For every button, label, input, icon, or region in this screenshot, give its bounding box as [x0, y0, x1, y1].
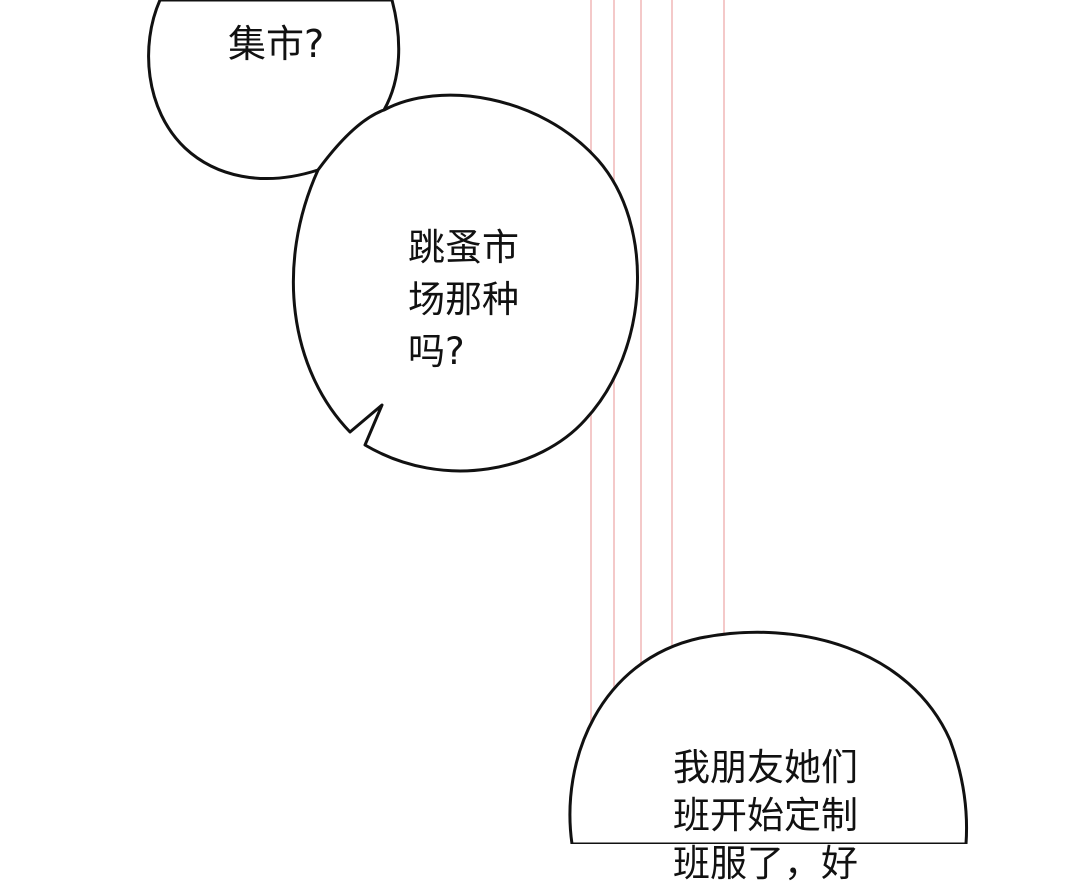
bubble-2-line: 场那种 — [408, 278, 519, 321]
bubble-3-line: 我朋友她们 — [673, 746, 858, 789]
bubble-3-line: 班服了，好 — [673, 842, 858, 885]
bubble-3-line: 班开始定制 — [673, 794, 858, 837]
bubble-1-text: 集市? — [228, 22, 324, 67]
speech-bubble-3 — [568, 630, 969, 844]
bubble-2-text: 跳蚤市 场那种 吗? — [408, 222, 519, 378]
bubble-2-line: 跳蚤市 — [408, 226, 519, 269]
speech-bubble-1 — [147, 0, 401, 181]
speech-bubble-2 — [291, 93, 639, 473]
comic-panel — [147, 0, 969, 844]
bubble-3-text: 我朋友她们 班开始定制 班服了，好 — [673, 744, 858, 888]
bubble-1-line: 集市? — [228, 22, 325, 66]
bubble-2-line: 吗? — [408, 330, 465, 373]
